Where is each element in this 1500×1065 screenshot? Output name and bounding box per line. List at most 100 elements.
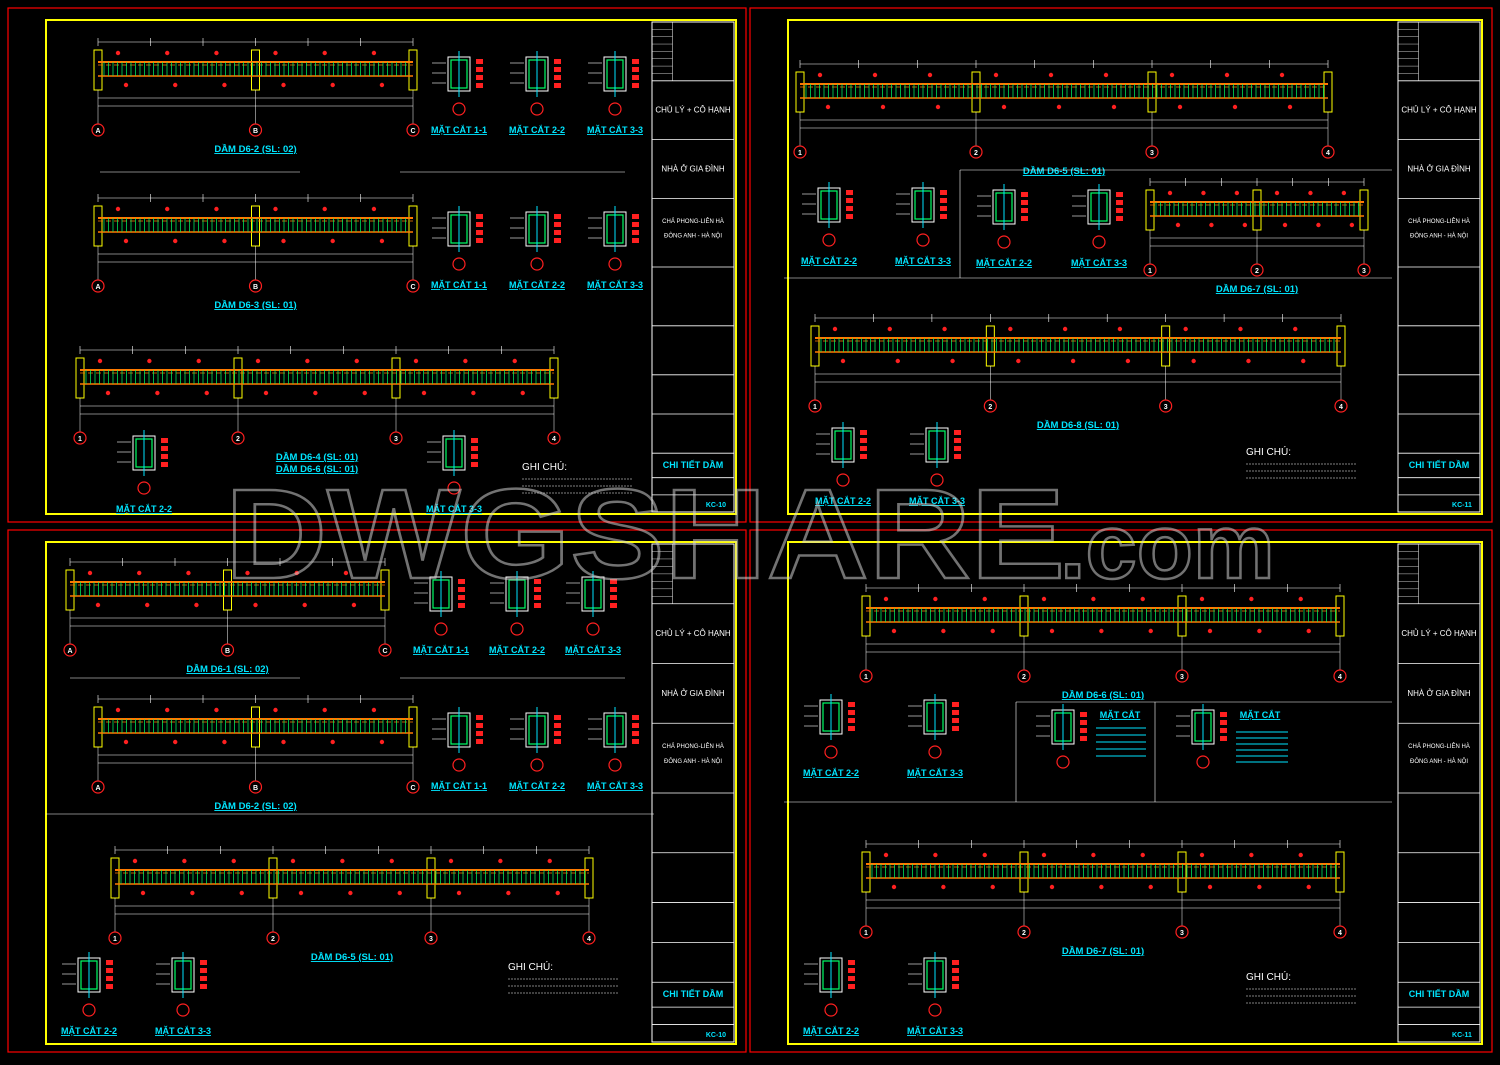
axis-bubble bbox=[406, 123, 420, 137]
column-section bbox=[1177, 595, 1187, 637]
rebar-tag bbox=[1099, 628, 1104, 634]
rebar-callout bbox=[954, 430, 961, 435]
rebar-callout bbox=[632, 715, 639, 720]
beam-cross-section: MẶT CẮT 3-3 bbox=[907, 694, 963, 778]
rebar-tag bbox=[1349, 222, 1355, 228]
rebar-callout bbox=[476, 214, 483, 219]
rebar-callout bbox=[161, 446, 168, 451]
rebar-callout bbox=[848, 726, 855, 731]
rebar-tag bbox=[351, 602, 357, 608]
drawing-border bbox=[787, 541, 1483, 1045]
column-section bbox=[93, 205, 103, 247]
rebar-callout bbox=[610, 579, 617, 584]
rebar-tag bbox=[354, 358, 359, 364]
section-label: MẶT CẮT 3-3 bbox=[1071, 258, 1127, 268]
axis-bubble bbox=[983, 399, 997, 413]
beam-label: DẦM D6-8 (SL: 01) bbox=[1037, 420, 1119, 431]
rebar-tag bbox=[993, 72, 999, 78]
rebar-callout bbox=[846, 206, 853, 211]
rebar-tag bbox=[1148, 884, 1153, 890]
column-section bbox=[426, 857, 436, 899]
location-line-2: ĐÔNG ANH - HÀ NỘI bbox=[664, 233, 722, 240]
rebar-callout bbox=[632, 67, 639, 72]
axis-bubble bbox=[1145, 145, 1159, 159]
rebar-tag bbox=[1238, 326, 1243, 332]
rebar-tag bbox=[990, 884, 995, 890]
rebar-callout bbox=[476, 723, 483, 728]
rebar-tag bbox=[1234, 190, 1240, 196]
rebar-callout bbox=[860, 430, 867, 435]
rebar-tag bbox=[840, 358, 846, 364]
rebar-tag bbox=[1224, 72, 1230, 78]
axis-label: B bbox=[225, 648, 230, 655]
axis-label: 2 bbox=[1022, 930, 1026, 937]
rebar-callout bbox=[1021, 208, 1028, 213]
column-section bbox=[861, 851, 871, 893]
rebar-callout bbox=[952, 702, 959, 707]
axis-label: 3 bbox=[429, 936, 433, 943]
extra-section-b: MẶT CẮT bbox=[1176, 704, 1281, 769]
axis-bubble bbox=[389, 431, 403, 445]
rebar-tag bbox=[825, 104, 831, 110]
section-marker bbox=[1196, 755, 1210, 769]
axis-label: 4 bbox=[1326, 150, 1330, 157]
rebar-tag bbox=[105, 390, 111, 396]
drawing-border bbox=[787, 19, 1483, 515]
extra-section-label: MẶT CẮT bbox=[1100, 710, 1141, 720]
rebar-tag bbox=[1041, 852, 1047, 858]
rebar-tag bbox=[1117, 326, 1123, 332]
axis-label: A bbox=[95, 284, 100, 291]
rebar-tag bbox=[1207, 884, 1213, 890]
axis-label: 1 bbox=[78, 436, 82, 443]
rebar-callout bbox=[1021, 200, 1028, 205]
rebar-callout bbox=[534, 603, 541, 608]
rebar-callout bbox=[632, 59, 639, 64]
rebar-tag bbox=[872, 72, 878, 78]
rebar-callout bbox=[952, 726, 959, 731]
axis-label: 4 bbox=[552, 436, 556, 443]
section-label: MẶT CẮT 2-2 bbox=[815, 496, 871, 506]
project-name: NHÀ Ở GIA ĐÌNH bbox=[661, 164, 725, 173]
rebar-callout bbox=[1220, 728, 1227, 733]
rebar-tag bbox=[340, 858, 345, 864]
notes-block: GHI CHÚ: bbox=[522, 460, 632, 494]
rebar-tag bbox=[322, 707, 327, 713]
rebar-tag bbox=[281, 238, 286, 244]
owner-name: CHỦ LÝ + CÔ HẠNH bbox=[655, 629, 731, 638]
section-label: MẶT CẮT 3-3 bbox=[155, 1026, 211, 1036]
axis-label: 3 bbox=[1164, 404, 1168, 411]
axis-bubble bbox=[231, 431, 245, 445]
column-section bbox=[380, 569, 390, 611]
rebar-tag bbox=[498, 858, 503, 864]
rebar-callout bbox=[1220, 720, 1227, 725]
axis-bubble bbox=[1333, 669, 1347, 683]
section-marker bbox=[608, 758, 622, 772]
rebar-callout bbox=[1220, 712, 1227, 717]
axis-bubble bbox=[1321, 145, 1335, 159]
sheet-number: KC-11 bbox=[1452, 502, 1472, 509]
rebar-callout bbox=[161, 454, 168, 459]
rebar-callout bbox=[632, 75, 639, 80]
axis-label: 1 bbox=[864, 674, 868, 681]
rebar-callout bbox=[940, 198, 947, 203]
axis-label: 1 bbox=[798, 150, 802, 157]
section-marker bbox=[586, 622, 600, 636]
axis-bubble bbox=[859, 925, 873, 939]
beam-cross-section: MẶT CẮT 2-2 bbox=[509, 206, 565, 290]
rebar-tag bbox=[214, 50, 219, 56]
rebar-tag bbox=[927, 72, 933, 78]
rebar-callout bbox=[476, 222, 483, 227]
drawing-border bbox=[45, 541, 737, 1045]
column-section bbox=[1019, 851, 1029, 893]
rebar-tag bbox=[253, 602, 258, 608]
rebar-callout bbox=[554, 731, 561, 736]
rebar-tag bbox=[190, 890, 195, 896]
section-marker bbox=[836, 473, 850, 487]
axis-bubble bbox=[91, 123, 105, 137]
rebar-callout bbox=[200, 976, 207, 981]
